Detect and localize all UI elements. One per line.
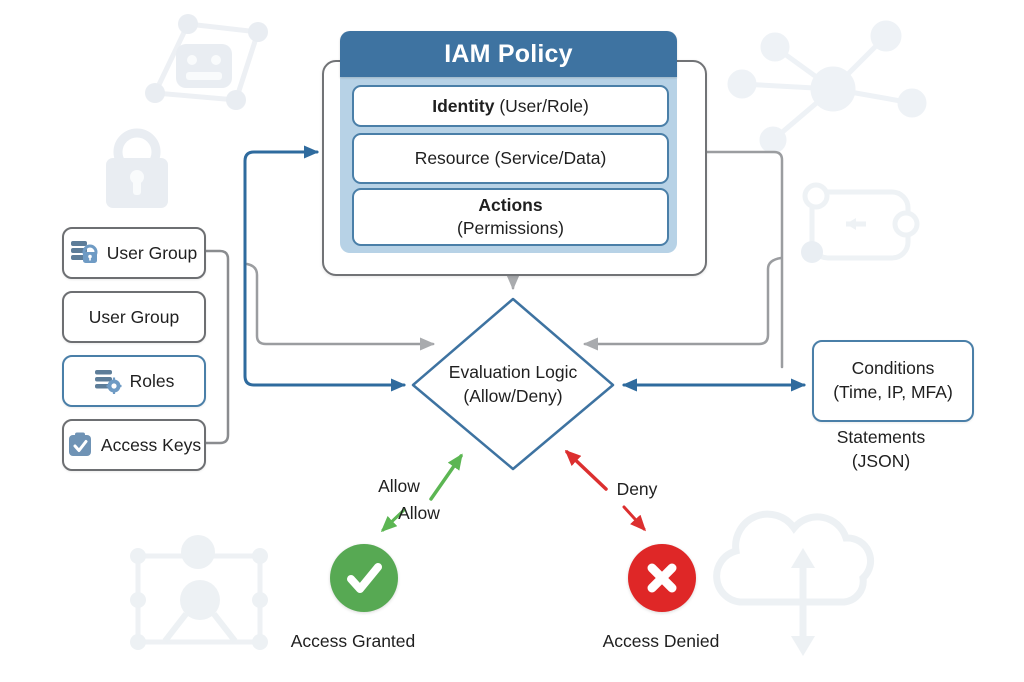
actions-box: Actions (Permissions) — [352, 188, 669, 246]
roles-box: Roles — [62, 355, 206, 407]
user-group-label-2: User Group — [88, 306, 180, 327]
access-granted-label: Access Granted — [290, 631, 416, 651]
network-robot-watermark-icon — [145, 14, 268, 110]
statements-label: Statements (JSON) — [806, 426, 956, 473]
molecule-watermark-icon — [727, 20, 927, 154]
arrow-allow-to-granted — [380, 508, 406, 533]
access-granted-circle — [330, 544, 398, 612]
identity-label: Identity (User/Role) — [432, 95, 589, 116]
access-denied-label: Access Denied — [602, 631, 720, 651]
framed-network-watermark-icon — [130, 535, 268, 650]
arrow-allow-to-diamond — [429, 453, 463, 501]
resource-label: Resource (Service/Data) — [414, 148, 607, 169]
conditions-line1: Conditions — [851, 358, 935, 379]
roles-label: Roles — [129, 370, 175, 391]
user-group-label-1: User Group — [106, 242, 198, 263]
deny-label: Deny — [616, 479, 658, 499]
actions-label-strong: Actions — [478, 195, 543, 216]
access-keys-box: Access Keys — [62, 419, 206, 471]
conditions-box: Conditions (Time, IP, MFA) — [812, 340, 974, 422]
arrow-left-gray-to-diamond — [245, 262, 435, 351]
evaluation-diamond-shape — [411, 297, 615, 471]
arrow-blue-iam-and-diamond — [243, 145, 406, 392]
statements-line2: (JSON) — [851, 450, 911, 471]
evaluation-logic-line2: (Allow/Deny) — [463, 386, 563, 406]
statements-line1: Statements — [836, 427, 926, 447]
cloud-transfer-watermark-icon — [713, 510, 875, 656]
iam-policy-title: IAM Policy — [444, 39, 573, 68]
iam-policy-panel: Identity (User/Role) Resource (Service/D… — [340, 77, 677, 253]
check-icon — [347, 563, 382, 593]
iam-right-drop-line — [701, 150, 784, 369]
git-branch-watermark-icon — [801, 182, 920, 263]
access-keys-check-icon — [68, 432, 91, 456]
user-group-box-1: User Group — [62, 227, 206, 279]
conditions-line2: (Time, IP, MFA) — [833, 382, 953, 402]
arrow-right-gray-to-diamond — [583, 256, 783, 351]
allow-label-lower: Allow — [398, 503, 440, 523]
actions-label-rest: (Permissions) — [457, 218, 564, 238]
user-group-box-2: User Group — [62, 291, 206, 343]
lock-watermark-icon — [106, 128, 168, 208]
arrow-deny-to-denied — [622, 505, 647, 532]
resource-box: Resource (Service/Data) — [352, 133, 669, 184]
evaluation-logic-line1: Evaluation Logic — [448, 362, 578, 383]
allow-label-upper: Allow — [378, 476, 420, 496]
access-denied-circle — [628, 544, 696, 612]
roles-gear-icon — [94, 370, 122, 394]
access-keys-label: Access Keys — [100, 434, 202, 455]
evaluation-logic-label: Evaluation Logic (Allow/Deny) — [428, 355, 598, 415]
iam-policy-header: IAM Policy — [340, 31, 677, 77]
sources-bracket-line — [201, 249, 230, 445]
arrow-deny-to-diamond — [564, 449, 608, 491]
identity-box: Identity (User/Role) — [352, 85, 669, 127]
x-icon — [647, 563, 677, 593]
user-group-lock-icon — [70, 241, 98, 263]
